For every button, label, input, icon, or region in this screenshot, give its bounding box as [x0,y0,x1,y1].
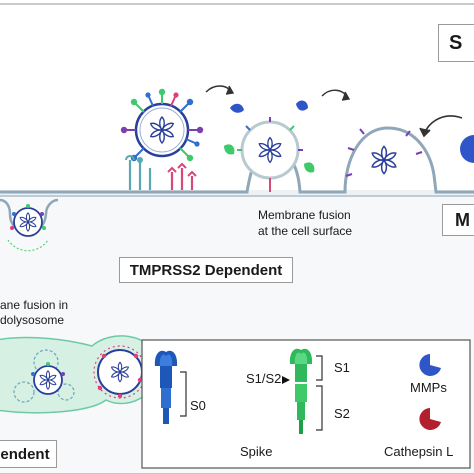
virion-icon-edge [460,135,474,163]
spike-icon-s0 [154,350,187,424]
corner-box-top: S [438,24,474,62]
cathepsin-icon [419,408,441,430]
legend-s1s2: S1/S2 [246,371,282,386]
mmp-icon [419,354,441,376]
outer-frame [0,3,474,474]
endolysosome [0,335,160,414]
arrow-icon-1 [205,85,235,95]
endocytosis-pit [0,198,59,252]
legend-spike: Spike [240,444,273,459]
tmprss2-label: TMPRSS2 Dependent [119,257,293,283]
virion-icon-main [120,88,204,162]
surface-fusion-label-line2: at the cell surface [258,224,353,238]
upper-membrane-line [0,126,474,194]
legend-s2: S2 [334,406,350,421]
bottom-left-label: endent [0,440,57,468]
endo-fusion-label-line2: dolysosome [0,313,65,327]
spike-icon-s1s2 [282,348,323,434]
arrow-icon-2 [321,89,351,101]
legend-mmps: MMPs [410,380,447,395]
legend-s1: S1 [334,360,350,375]
legend-s0: S0 [190,398,206,413]
virion-icon-fusing [345,128,423,177]
receptor-icon-group [125,155,197,190]
surface-fusion-label-line1: Membrane fusion [258,208,351,222]
arrow-icon-3 [419,115,463,138]
corner-box-mid: M [442,204,474,236]
virion-icon-cleaving [224,100,315,192]
legend-cathepsin: Cathepsin L [384,444,454,459]
endo-fusion-label-line1: ane fusion in [0,298,69,312]
